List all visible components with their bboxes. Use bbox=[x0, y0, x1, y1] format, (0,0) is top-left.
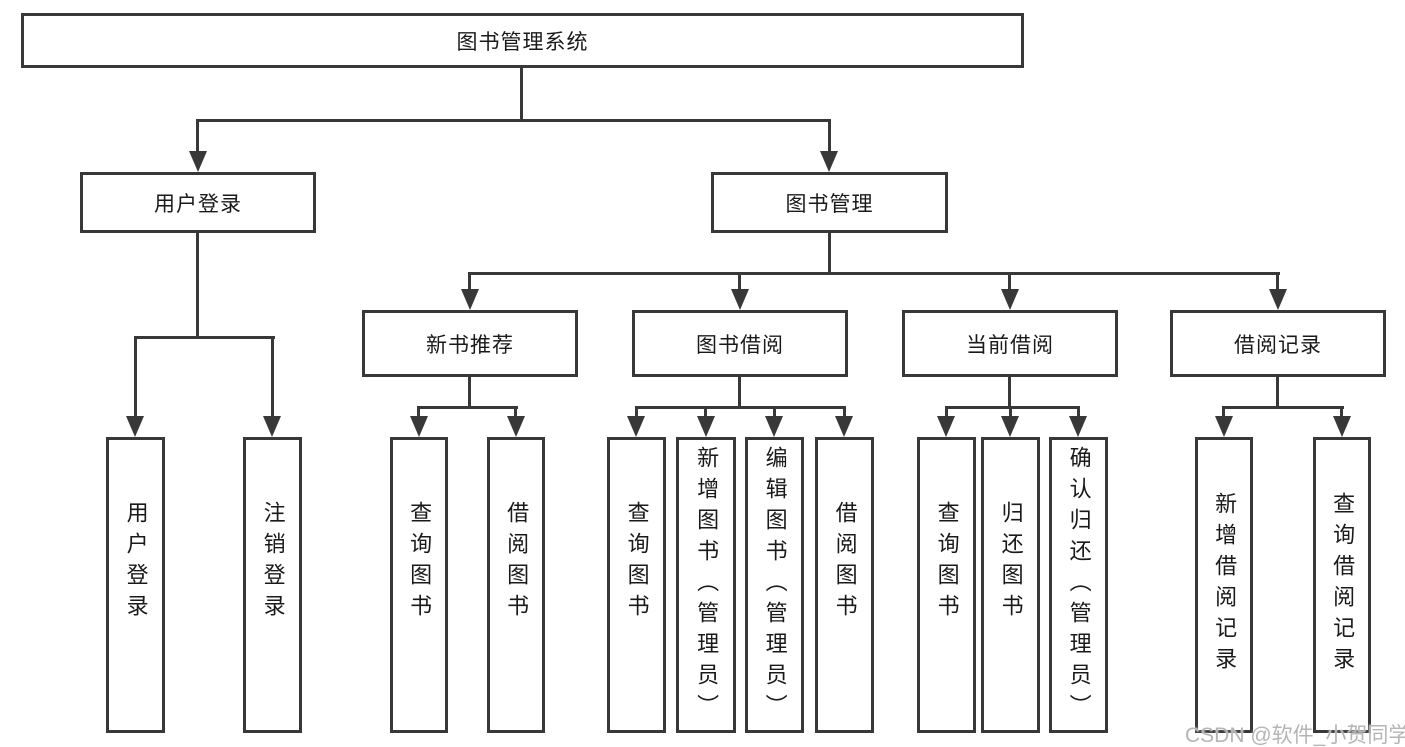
arrow-down-icon bbox=[1333, 416, 1351, 437]
node-label: 查询借阅记录 bbox=[1330, 492, 1356, 678]
node-label: 图书借阅 bbox=[696, 333, 784, 357]
connector-shaft bbox=[1009, 406, 1012, 418]
node-bb-edit-book-admin: 编辑图书（管理员） bbox=[745, 437, 804, 733]
node-label: 编辑图书（管理员） bbox=[762, 445, 788, 725]
connector-shaft bbox=[1008, 272, 1011, 292]
connector-user-login-stub bbox=[196, 233, 199, 338]
connector-level1-rail bbox=[196, 119, 831, 122]
arrow-down-icon bbox=[835, 416, 853, 437]
node-label: 图书管理 bbox=[785, 192, 874, 216]
node-br-add-record: 新增借阅记录 bbox=[1195, 437, 1253, 733]
node-nbr-query-books: 查询图书 bbox=[390, 437, 448, 733]
connector-shaft bbox=[773, 406, 776, 418]
connector-shaft bbox=[514, 406, 517, 418]
connector-shaft bbox=[417, 406, 420, 418]
connector-shaft bbox=[635, 406, 638, 418]
node-bb-borrow-books: 借阅图书 bbox=[815, 437, 874, 733]
arrow-down-icon bbox=[189, 151, 207, 172]
connector-stub bbox=[468, 377, 471, 408]
connector-shaft bbox=[1340, 406, 1343, 418]
arrow-down-icon bbox=[126, 416, 144, 437]
arrow-down-icon bbox=[937, 416, 955, 437]
connector-root-stub bbox=[520, 68, 523, 122]
connector-shaft bbox=[1276, 272, 1279, 292]
connector-shaft bbox=[134, 336, 137, 419]
arrow-down-icon bbox=[1001, 289, 1019, 310]
arrow-down-icon bbox=[410, 416, 428, 437]
node-current-borrowing: 当前借阅 bbox=[902, 310, 1118, 377]
arrow-down-icon bbox=[820, 151, 838, 172]
connector-rail bbox=[1222, 406, 1344, 409]
connector-shaft bbox=[1222, 406, 1225, 418]
node-label: 借阅记录 bbox=[1234, 333, 1322, 357]
connector-stub bbox=[738, 377, 741, 408]
arrow-down-icon bbox=[1001, 416, 1019, 437]
connector-rail bbox=[945, 406, 1080, 409]
connector-shaft bbox=[271, 336, 274, 419]
node-label: 借阅图书 bbox=[504, 501, 530, 625]
node-new-book-recommend: 新书推荐 bbox=[362, 310, 578, 377]
node-label: 确认归还（管理员） bbox=[1066, 445, 1092, 725]
node-bb-add-book-admin: 新增图书（管理员） bbox=[676, 437, 736, 733]
arrow-down-icon bbox=[1215, 416, 1233, 437]
watermark: CSDN @软件_小贺同学 bbox=[1185, 724, 1405, 747]
connector-user-login-rail bbox=[134, 336, 275, 339]
connector-shaft bbox=[843, 406, 846, 418]
node-cb-query-books: 查询图书 bbox=[917, 437, 976, 733]
node-label: 注销登录 bbox=[260, 501, 286, 625]
connector-shaft bbox=[945, 406, 948, 418]
node-logout-leaf: 注销登录 bbox=[243, 437, 302, 733]
connector-stub bbox=[1008, 377, 1011, 408]
connector-rail bbox=[635, 406, 846, 409]
node-book-borrowing: 图书借阅 bbox=[632, 310, 848, 377]
node-br-query-record: 查询借阅记录 bbox=[1313, 437, 1371, 733]
node-label: 当前借阅 bbox=[966, 333, 1054, 357]
node-borrowing-records: 借阅记录 bbox=[1170, 310, 1386, 377]
node-cb-return-books: 归还图书 bbox=[981, 437, 1040, 733]
node-book-management: 图书管理 bbox=[711, 172, 948, 233]
arrow-down-icon bbox=[765, 416, 783, 437]
node-label: 新书推荐 bbox=[426, 333, 514, 357]
connector-shaft bbox=[196, 119, 199, 153]
node-label: 归还图书 bbox=[998, 501, 1024, 625]
connector-shaft bbox=[468, 272, 471, 292]
node-label: 查询图书 bbox=[407, 501, 433, 625]
node-label: 图书管理系统 bbox=[456, 30, 589, 54]
node-nbr-borrow-books: 借阅图书 bbox=[487, 437, 545, 733]
connector-book-mgmt-stub bbox=[828, 233, 831, 275]
arrow-down-icon bbox=[507, 416, 525, 437]
arrow-down-icon bbox=[697, 416, 715, 437]
node-label: 新增图书（管理员） bbox=[694, 445, 720, 725]
connector-shaft bbox=[1077, 406, 1080, 418]
node-label: 用户登录 bbox=[154, 192, 242, 216]
node-label: 新增借阅记录 bbox=[1212, 492, 1238, 678]
connector-shaft bbox=[828, 119, 831, 153]
node-label: 查询图书 bbox=[624, 501, 650, 625]
connector-shaft bbox=[738, 272, 741, 292]
arrow-down-icon bbox=[461, 289, 479, 310]
connector-stub bbox=[1276, 377, 1279, 408]
arrow-down-icon bbox=[627, 416, 645, 437]
node-user-login-leaf: 用户登录 bbox=[106, 437, 165, 733]
connector-level2-rail bbox=[468, 272, 1280, 275]
node-label: 用户登录 bbox=[123, 501, 149, 625]
node-label: 查询图书 bbox=[934, 501, 960, 625]
node-user-login: 用户登录 bbox=[80, 172, 316, 233]
arrow-down-icon bbox=[731, 289, 749, 310]
node-cb-confirm-return-admin: 确认归还（管理员） bbox=[1049, 437, 1108, 733]
node-book-management-system: 图书管理系统 bbox=[21, 13, 1024, 68]
arrow-down-icon bbox=[1269, 289, 1287, 310]
connector-shaft bbox=[704, 406, 707, 418]
node-bb-query-books: 查询图书 bbox=[607, 437, 666, 733]
arrow-down-icon bbox=[263, 416, 281, 437]
node-label: 借阅图书 bbox=[832, 501, 858, 625]
arrow-down-icon bbox=[1069, 416, 1087, 437]
connector-rail bbox=[417, 406, 518, 409]
